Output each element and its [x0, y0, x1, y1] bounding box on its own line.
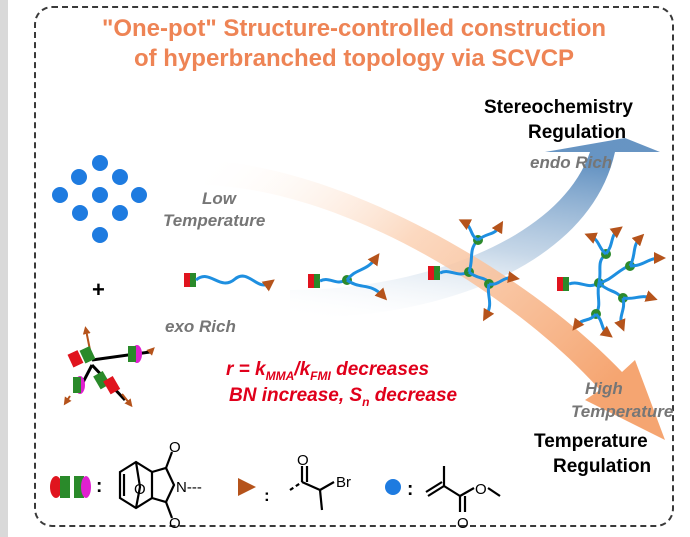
low-temperature-label: Temperature [163, 211, 266, 230]
temperature-arrow [205, 160, 665, 440]
legend-colon-3: : [407, 479, 414, 500]
hyperbranched-polymer [557, 226, 666, 338]
title-line-1: "One-pot" Structure-controlled construct… [101, 15, 607, 42]
endo-rich-label: endo Rich [530, 153, 613, 172]
low-label: Low [202, 189, 236, 208]
legend-mma-structure [425, 466, 501, 512]
legend-colon-2: : [264, 486, 270, 505]
fmi-inimer-cluster [63, 326, 155, 408]
bromine-atom: Br [336, 474, 351, 491]
high-label: High [585, 379, 623, 398]
title-line-2: of hyperbranched topology via SCVCP [133, 45, 575, 72]
stereochemistry-regulation-label: Regulation [528, 122, 627, 143]
mma-monomer-cluster [52, 155, 147, 243]
fmi-oxygen-bottom: O [169, 515, 181, 532]
temperature-label: Temperature [534, 431, 648, 452]
legend-inimer-glyph [50, 476, 91, 498]
legend-fmi-structure [118, 451, 176, 519]
legend-colon-1: : [96, 476, 103, 497]
plus-sign: + [92, 277, 105, 302]
legend-bromo-fragment [289, 466, 335, 511]
fmi-oxygen-top: O [169, 439, 181, 456]
keto-oxygen: O [297, 452, 309, 469]
ester-oxygen: O [475, 481, 487, 498]
exo-rich-label: exo Rich [165, 317, 236, 336]
ester-carbonyl-oxygen: O [457, 515, 469, 532]
legend-initiator-glyph [238, 478, 256, 496]
fmi-nitrogen: N--- [176, 479, 202, 496]
branched-chain-2 [428, 219, 520, 322]
figure-panel [34, 6, 674, 527]
branching-text: BN increase, Sn decrease [229, 385, 458, 409]
fmi-bridge-oxygen: O [134, 481, 146, 498]
high-temperature-label: Temperature [571, 402, 674, 421]
linear-chain [184, 273, 275, 292]
temperature-regulation-label: Regulation [553, 456, 652, 477]
left-page-rule [0, 0, 8, 537]
reactivity-ratio-text: r = kMMA/kFMI decreases [226, 359, 430, 383]
stereochemistry-label: Stereochemistry [484, 97, 633, 118]
legend-mma-dot [385, 479, 401, 495]
branched-chain-1 [308, 253, 388, 301]
